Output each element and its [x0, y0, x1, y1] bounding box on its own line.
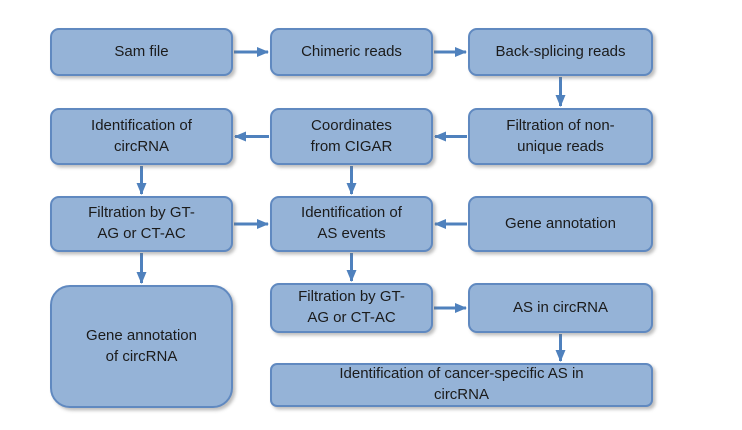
flow-node-sam-file: Sam file [50, 28, 233, 76]
flow-node-gene-annotation: Gene annotation [468, 196, 653, 252]
flow-node-back-splicing-reads: Back-splicing reads [468, 28, 653, 76]
flow-node-as-in-circrna: AS in circRNA [468, 283, 653, 333]
flow-node-filtration-gtag-2: Filtration by GT- AG or CT-AC [270, 283, 433, 333]
flow-node-chimeric-reads: Chimeric reads [270, 28, 433, 76]
flow-node-identification-cancer-specific: Identification of cancer-specific AS in … [270, 363, 653, 407]
flow-node-gene-annotation-circrna: Gene annotation of circRNA [50, 285, 233, 408]
flow-node-filtration-non-unique: Filtration of non- unique reads [468, 108, 653, 165]
flow-node-filtration-gtag-1: Filtration by GT- AG or CT-AC [50, 196, 233, 252]
flow-node-coordinates-cigar: Coordinates from CIGAR [270, 108, 433, 165]
flow-node-identification-circrna: Identification of circRNA [50, 108, 233, 165]
flow-node-identification-as-events: Identification of AS events [270, 196, 433, 252]
